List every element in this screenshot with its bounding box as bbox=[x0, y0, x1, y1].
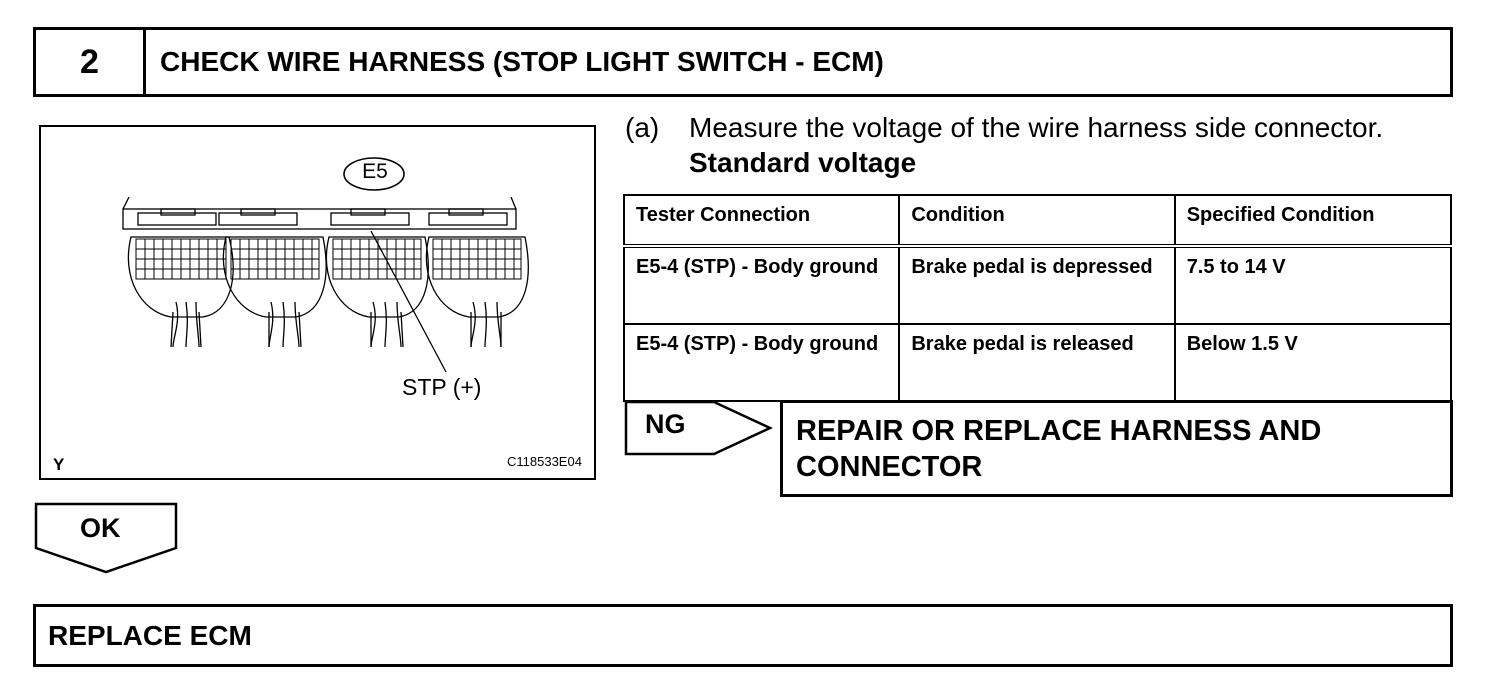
table-cell: E5-4 (STP) - Body ground bbox=[622, 323, 901, 402]
table-row: E5-4 (STP) - Body ground Brake pedal is … bbox=[622, 323, 1453, 402]
step-header: 2 CHECK WIRE HARNESS (STOP LIGHT SWITCH … bbox=[33, 27, 1453, 97]
table-cell: 7.5 to 14 V bbox=[1173, 245, 1453, 325]
table-cell: Below 1.5 V bbox=[1173, 323, 1453, 402]
ng-arrow-icon bbox=[624, 400, 773, 456]
step-title: CHECK WIRE HARNESS (STOP LIGHT SWITCH - … bbox=[160, 46, 884, 77]
ok-result-box: REPLACE ECM bbox=[33, 604, 1453, 667]
table-cell: Brake pedal is released bbox=[898, 323, 1176, 402]
standard-title: Standard voltage bbox=[689, 147, 917, 178]
connector-label: E5 bbox=[362, 160, 388, 183]
ng-label: NG bbox=[645, 409, 686, 439]
table-header: Specified Condition bbox=[1173, 194, 1453, 248]
instruction-marker: (a) bbox=[625, 112, 660, 143]
table-cell: Brake pedal is depressed bbox=[898, 245, 1176, 325]
figure-corner-code: Y bbox=[53, 455, 65, 474]
connector-drawing bbox=[122, 157, 529, 373]
ng-result-box: REPAIR OR REPLACE HARNESS AND CONNECTOR bbox=[780, 400, 1453, 497]
terminal-label: STP (+) bbox=[402, 374, 482, 400]
table-header-row: Tester Connection Condition Specified Co… bbox=[622, 194, 1453, 248]
figure-image-code: C118533E04 bbox=[507, 454, 582, 469]
ok-arrow-icon bbox=[34, 502, 178, 574]
connector-diagram: E5 STP (+) Y C118533E04 bbox=[39, 125, 596, 480]
table-header: Condition bbox=[898, 194, 1176, 248]
table-cell: E5-4 (STP) - Body ground bbox=[622, 245, 901, 325]
table-row: E5-4 (STP) - Body ground Brake pedal is … bbox=[622, 245, 1453, 325]
table-header: Tester Connection bbox=[622, 194, 901, 248]
instruction-text: Measure the voltage of the wire harness … bbox=[689, 112, 1384, 143]
ok-label: OK bbox=[80, 513, 121, 543]
step-number: 2 bbox=[36, 30, 146, 94]
spec-table: Tester Connection Condition Specified Co… bbox=[622, 194, 1453, 402]
